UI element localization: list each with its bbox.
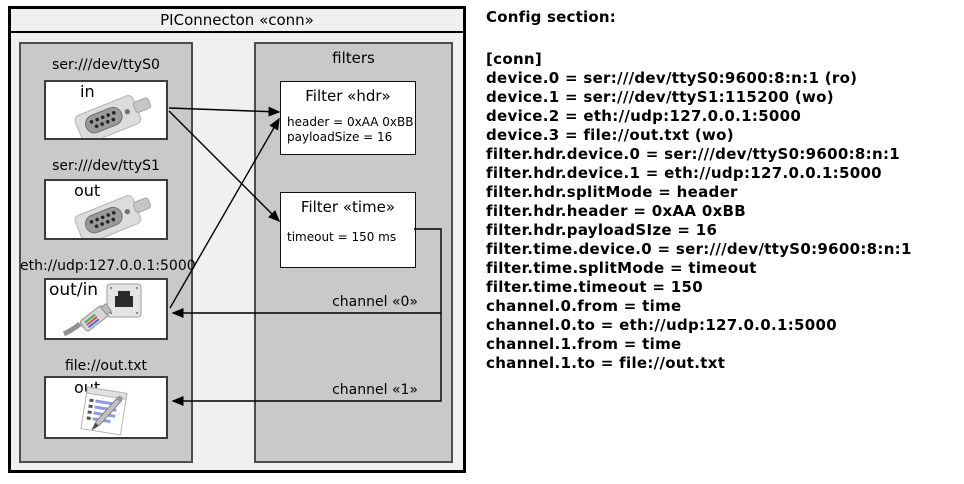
ethernet-jack-icon <box>106 283 142 318</box>
filters-panel-title: filters <box>332 49 375 67</box>
filter-time-param-timeout: timeout = 150 ms <box>287 230 397 244</box>
config-line: filter.hdr.payloadSIze = 16 <box>486 221 718 239</box>
serial-connector-icon <box>74 95 152 138</box>
config-line: channel.0.from = time <box>486 297 682 315</box>
config-section: Config section: [conn] device.0 = ser://… <box>486 8 912 373</box>
config-line: device.0 = ser:///dev/ttyS0:9600:8:n:1 (… <box>486 69 858 87</box>
device-label-ttyS1: ser:///dev/ttyS1 <box>52 158 160 174</box>
device-box-file: out <box>44 376 168 439</box>
device-box-ttyS1: out <box>44 179 168 240</box>
filter-time-box: Filter «time» timeout = 150 ms <box>280 192 416 268</box>
device-box-ttyS0: in <box>44 80 168 140</box>
channel-0-label: channel «0» <box>332 294 418 310</box>
notepad-pen-icon <box>80 386 128 436</box>
config-line: channel.1.to = file://out.txt <box>486 354 726 372</box>
filter-hdr-param-header: header = 0xAA 0xBB <box>287 115 414 129</box>
config-line: filter.time.timeout = 150 <box>486 278 704 296</box>
config-line: filter.time.device.0 = ser:///dev/ttyS0:… <box>486 240 912 258</box>
filter-time-title: Filter «time» <box>300 198 396 216</box>
device-direction: out/in <box>49 280 99 300</box>
config-line: filter.hdr.device.0 = ser:///dev/ttyS0:9… <box>486 145 900 163</box>
config-line: channel.0.to = eth://udp:127.0.0.1:5000 <box>486 316 837 334</box>
config-line: channel.1.from = time <box>486 335 682 353</box>
config-line: filter.hdr.device.1 = eth://udp:127.0.0.… <box>486 164 882 182</box>
config-line: filter.time.splitMode = timeout <box>486 259 757 277</box>
serial-connector-icon <box>74 195 152 238</box>
frame-title: PIConnecton «conn» <box>11 9 463 33</box>
filter-hdr-title: Filter «hdr» <box>305 87 391 105</box>
config-line: device.2 = eth://udp:127.0.0.1:5000 <box>486 107 802 125</box>
device-box-eth: out/in <box>44 278 168 340</box>
device-direction: out <box>74 181 101 200</box>
config-heading: Config section: <box>486 8 616 26</box>
filter-hdr-param-payload: payloadSize = 16 <box>287 130 393 144</box>
config-line: device.3 = file://out.txt (wo) <box>486 126 734 144</box>
ethernet-plug-icon <box>62 303 112 337</box>
filter-hdr-box: Filter «hdr» header = 0xAA 0xBB payloadS… <box>280 81 416 155</box>
device-label-eth: eth://udp:127.0.0.1:5000 <box>20 258 196 274</box>
device-direction: in <box>80 82 95 101</box>
config-line: [conn] <box>486 50 543 68</box>
config-line: device.1 = ser:///dev/ttyS1:115200 (wo) <box>486 88 834 106</box>
device-label-ttyS0: ser:///dev/ttyS0 <box>52 57 160 73</box>
channel-1-label: channel «1» <box>332 382 418 398</box>
config-line: filter.hdr.splitMode = header <box>486 183 738 201</box>
config-line: filter.hdr.header = 0xAA 0xBB <box>486 202 747 220</box>
device-label-file: file://out.txt <box>64 358 148 374</box>
